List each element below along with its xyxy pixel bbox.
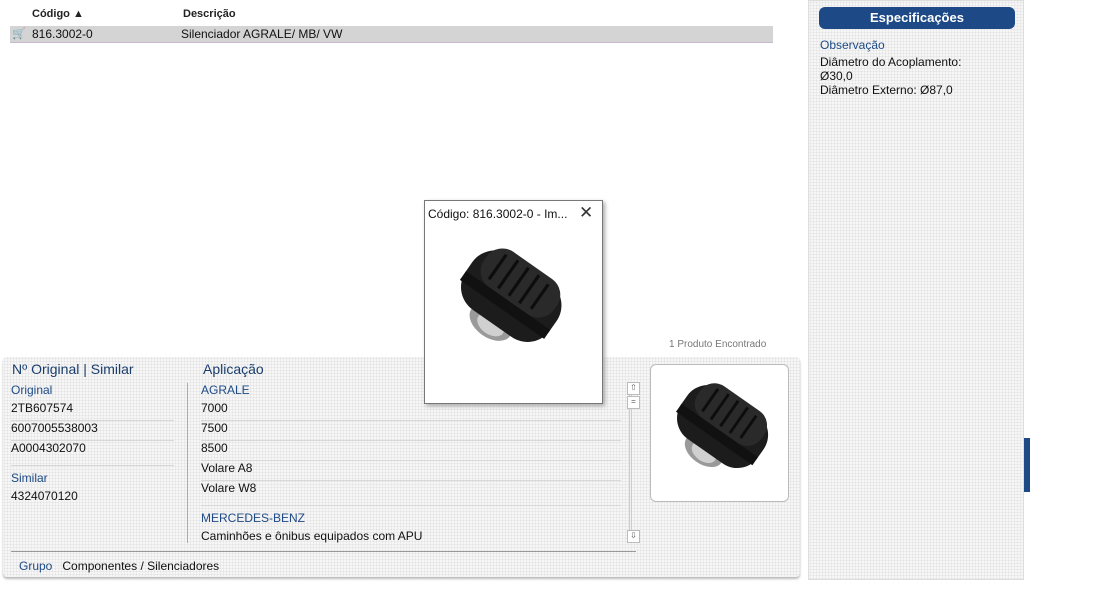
scrollbar-track[interactable]: [629, 393, 632, 535]
side-tab[interactable]: [1024, 438, 1030, 492]
spec-line: Ø30,0: [820, 69, 853, 83]
table-row[interactable]: 🛒 816.3002-0 Silenciador AGRALE/ MB/ VW: [10, 26, 773, 43]
column-header-code[interactable]: Código ▲: [32, 8, 84, 20]
specifications-header: Especificações: [819, 7, 1015, 29]
row-description: Silenciador AGRALE/ MB/ VW: [181, 27, 343, 41]
divider: [187, 383, 188, 543]
original-similar-title: Nº Original | Similar: [12, 361, 134, 377]
application-item: 7500: [201, 420, 621, 441]
cart-icon[interactable]: 🛒: [12, 28, 26, 40]
column-header-description[interactable]: Descrição: [183, 8, 236, 20]
application-item: Volare A8: [201, 460, 621, 481]
divider: [11, 551, 636, 552]
application-item: Caminhões e ônibus equipados com APU: [201, 529, 423, 543]
close-icon[interactable]: ✕: [579, 203, 594, 222]
original-number: 6007005538003: [11, 420, 174, 441]
similar-label: Similar: [11, 471, 48, 485]
scroll-up-icon[interactable]: ⇧: [627, 382, 640, 395]
original-number: A0004302070: [11, 440, 174, 466]
brand-label: AGRALE: [201, 383, 250, 397]
group-path[interactable]: Componentes: [62, 559, 138, 573]
original-label: Original: [11, 383, 53, 397]
scroll-down-icon[interactable]: ⇩: [627, 530, 640, 543]
product-image-thumbnail[interactable]: [650, 364, 789, 502]
row-code: 816.3002-0: [32, 27, 93, 41]
results-count: 1 Produto Encontrado: [669, 339, 767, 350]
popup-title: Código: 816.3002-0 - Im...: [428, 207, 568, 221]
group-label: Grupo: [19, 559, 53, 573]
application-list: AGRALE 7000 7500 8500 Volare A8 Volare W…: [201, 381, 621, 546]
scroll-thumb[interactable]: =: [627, 396, 640, 409]
observation-label: Observação: [820, 38, 885, 52]
header-label: Código: [32, 8, 70, 20]
spec-line: Diâmetro do Acoplamento:: [820, 55, 962, 69]
silencer-image: [665, 370, 782, 480]
image-popup: Código: 816.3002-0 - Im... ✕: [424, 200, 603, 404]
application-item: 7000: [201, 400, 621, 421]
similar-number: 4324070120: [11, 489, 78, 503]
spec-line: Diâmetro Externo: Ø87,0: [820, 83, 953, 97]
specifications-panel: Especificações Observação Diâmetro do Ac…: [808, 0, 1024, 580]
original-number: 2TB607574: [11, 400, 174, 421]
silencer-image: [448, 239, 577, 355]
brand-label: MERCEDES-BENZ: [201, 511, 306, 525]
application-item: 8500: [201, 440, 621, 461]
group-separator: /: [140, 559, 144, 573]
application-item: Volare W8: [201, 480, 621, 506]
group-subpath[interactable]: Silenciadores: [147, 559, 220, 573]
sort-asc-icon: ▲: [72, 8, 84, 20]
application-title: Aplicação: [203, 361, 264, 377]
